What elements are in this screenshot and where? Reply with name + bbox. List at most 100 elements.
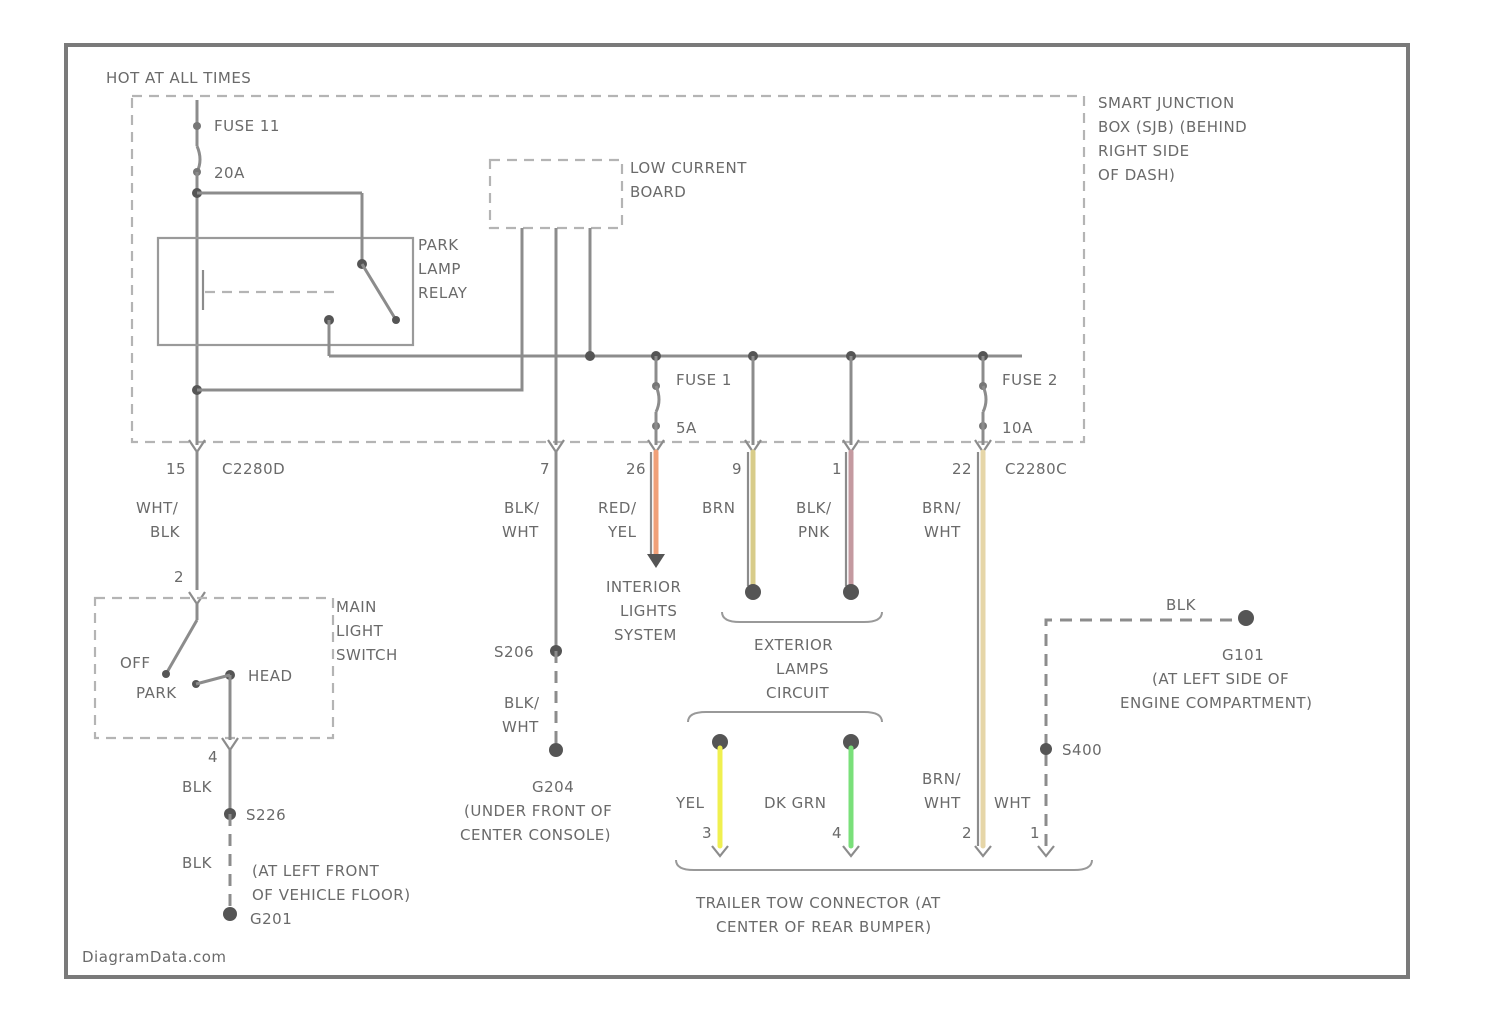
- trailer-pin-3-label: 3: [702, 824, 712, 842]
- switch-off-label: OFF: [120, 654, 151, 672]
- ground-g201: [223, 907, 237, 921]
- g204-label: G204: [532, 778, 574, 796]
- blk-pnk-label-line1: BLK/: [796, 499, 832, 517]
- trailer-pin-1-symbol: [1038, 846, 1054, 856]
- sjb-label-line3: RIGHT SIDE: [1098, 142, 1190, 160]
- relay-label-line2: LAMP: [418, 260, 461, 278]
- trailer-connector-pins: [712, 846, 1054, 856]
- g101-ground-wire: [1046, 620, 1244, 846]
- fuse11-amp-label: 20A: [214, 164, 245, 182]
- switch-park-label: PARK: [136, 684, 177, 702]
- fuse11-terminal-top: [193, 122, 201, 130]
- splice-s206-label: S206: [494, 643, 534, 661]
- exterior-bracket: [722, 612, 882, 622]
- switch-park-head-link: [196, 675, 230, 684]
- interior-label-line2: LIGHTS: [620, 602, 677, 620]
- splice-s400-label: S400: [1062, 741, 1102, 759]
- conn-right-label: C2280C: [1005, 460, 1067, 478]
- pin-26-label: 26: [626, 460, 646, 478]
- switch-pin-top-label: 2: [174, 568, 184, 586]
- blk-label-1: BLK: [182, 778, 213, 796]
- g201-location-line1: (AT LEFT FRONT: [252, 862, 380, 880]
- blk-pnk-label-line2: PNK: [798, 523, 830, 541]
- watermark: DiagramData.com: [82, 948, 227, 966]
- wht-label: WHT: [994, 794, 1031, 812]
- brn-wht-label-line2: WHT: [924, 523, 961, 541]
- trailer-label-line1: TRAILER TOW CONNECTOR (AT: [695, 894, 941, 912]
- trailer-pin-2-label: 2: [962, 824, 972, 842]
- lcb-label-line2: BOARD: [630, 183, 686, 201]
- low-current-board-box: [490, 160, 622, 228]
- wht-blk-label-line2: BLK: [150, 523, 181, 541]
- exterior-label-line3: CIRCUIT: [766, 684, 829, 702]
- switch-label-line3: SWITCH: [336, 646, 398, 664]
- switch-label-line2: LIGHT: [336, 622, 384, 640]
- blk-wht-2-label-line2: WHT: [502, 718, 539, 736]
- g204-location-line2: CENTER CONSOLE): [460, 826, 611, 844]
- exterior-label-line1: EXTERIOR: [754, 636, 833, 654]
- yel-label: YEL: [675, 794, 705, 812]
- lcb-feed-wire: [197, 228, 522, 390]
- red-yel-label-line1: RED/: [598, 499, 637, 517]
- g201-label: G201: [250, 910, 292, 928]
- blk-pnk-terminal: [843, 584, 859, 600]
- pin-22-label: 22: [952, 460, 972, 478]
- fuse1-amp-label: 5A: [676, 419, 697, 437]
- diagram-frame: [66, 45, 1408, 977]
- bus-junction-lcb: [585, 351, 595, 361]
- blk-label-2: BLK: [182, 854, 213, 872]
- relay-label-line3: RELAY: [418, 284, 468, 302]
- switch-blade: [166, 620, 197, 674]
- interior-label-line3: SYSTEM: [614, 626, 677, 644]
- sjb-label-line4: OF DASH): [1098, 166, 1175, 184]
- wht-blk-label-line1: WHT/: [136, 499, 179, 517]
- brn-wht-2-label-line1: BRN/: [922, 770, 961, 788]
- splice-s226-label: S226: [246, 806, 286, 824]
- lcb-label-line1: LOW CURRENT: [630, 159, 747, 177]
- red-yel-label-line2: YEL: [607, 523, 637, 541]
- exterior-label-line2: LAMPS: [776, 660, 829, 678]
- brn-terminal: [745, 584, 761, 600]
- hot-at-all-times-label: HOT AT ALL TIMES: [106, 69, 251, 87]
- g101-location-line2: ENGINE COMPARTMENT): [1120, 694, 1312, 712]
- g201-location-line2: OF VEHICLE FLOOR): [252, 886, 411, 904]
- g101-location-line1: (AT LEFT SIDE OF: [1152, 670, 1289, 688]
- trailer-label-line2: CENTER OF REAR BUMPER): [716, 918, 932, 936]
- switch-head-label: HEAD: [248, 667, 293, 685]
- fuse1-symbol: [656, 386, 659, 412]
- brn-wht-2-label-line2: WHT: [924, 794, 961, 812]
- blk-wht-2-label-line1: BLK/: [504, 694, 540, 712]
- pin-9-label: 9: [732, 460, 742, 478]
- pin-15-label: 15: [166, 460, 186, 478]
- conn-left-label: C2280D: [222, 460, 285, 478]
- g101-wire-label: BLK: [1166, 596, 1197, 614]
- g101-label: G101: [1222, 646, 1264, 664]
- sjb-label-line1: SMART JUNCTION: [1098, 94, 1235, 112]
- fuse1-label: FUSE 1: [676, 371, 732, 389]
- pin-1-label: 1: [832, 460, 842, 478]
- relay-contact-arm: [362, 264, 396, 320]
- sjb-label-line2: BOX (SJB) (BEHIND: [1098, 118, 1247, 136]
- blk-wht-label-line2: WHT: [502, 523, 539, 541]
- trailer-lower-bracket: [676, 860, 1092, 870]
- red-yel-arrow: [647, 554, 665, 568]
- relay-contact-end: [392, 316, 400, 324]
- brn-wht-label-line1: BRN/: [922, 499, 961, 517]
- relay-label-line1: PARK: [418, 236, 459, 254]
- switch-label-line1: MAIN: [336, 598, 377, 616]
- dk-grn-label: DK GRN: [764, 794, 826, 812]
- switch-off-contact: [162, 670, 170, 678]
- interior-label-line1: INTERIOR: [606, 578, 681, 596]
- trailer-pin-4-label: 4: [832, 824, 842, 842]
- ground-g101: [1238, 610, 1254, 626]
- fuse2-symbol: [983, 386, 986, 412]
- pin-7-label: 7: [540, 460, 550, 478]
- g204-location-line1: (UNDER FRONT OF: [464, 802, 612, 820]
- splice-s400: [1040, 743, 1052, 755]
- ground-g204: [549, 743, 563, 757]
- switch-pin-bottom-label: 4: [208, 748, 218, 766]
- fuse2-amp-label: 10A: [1002, 419, 1033, 437]
- brn-label: BRN: [702, 499, 735, 517]
